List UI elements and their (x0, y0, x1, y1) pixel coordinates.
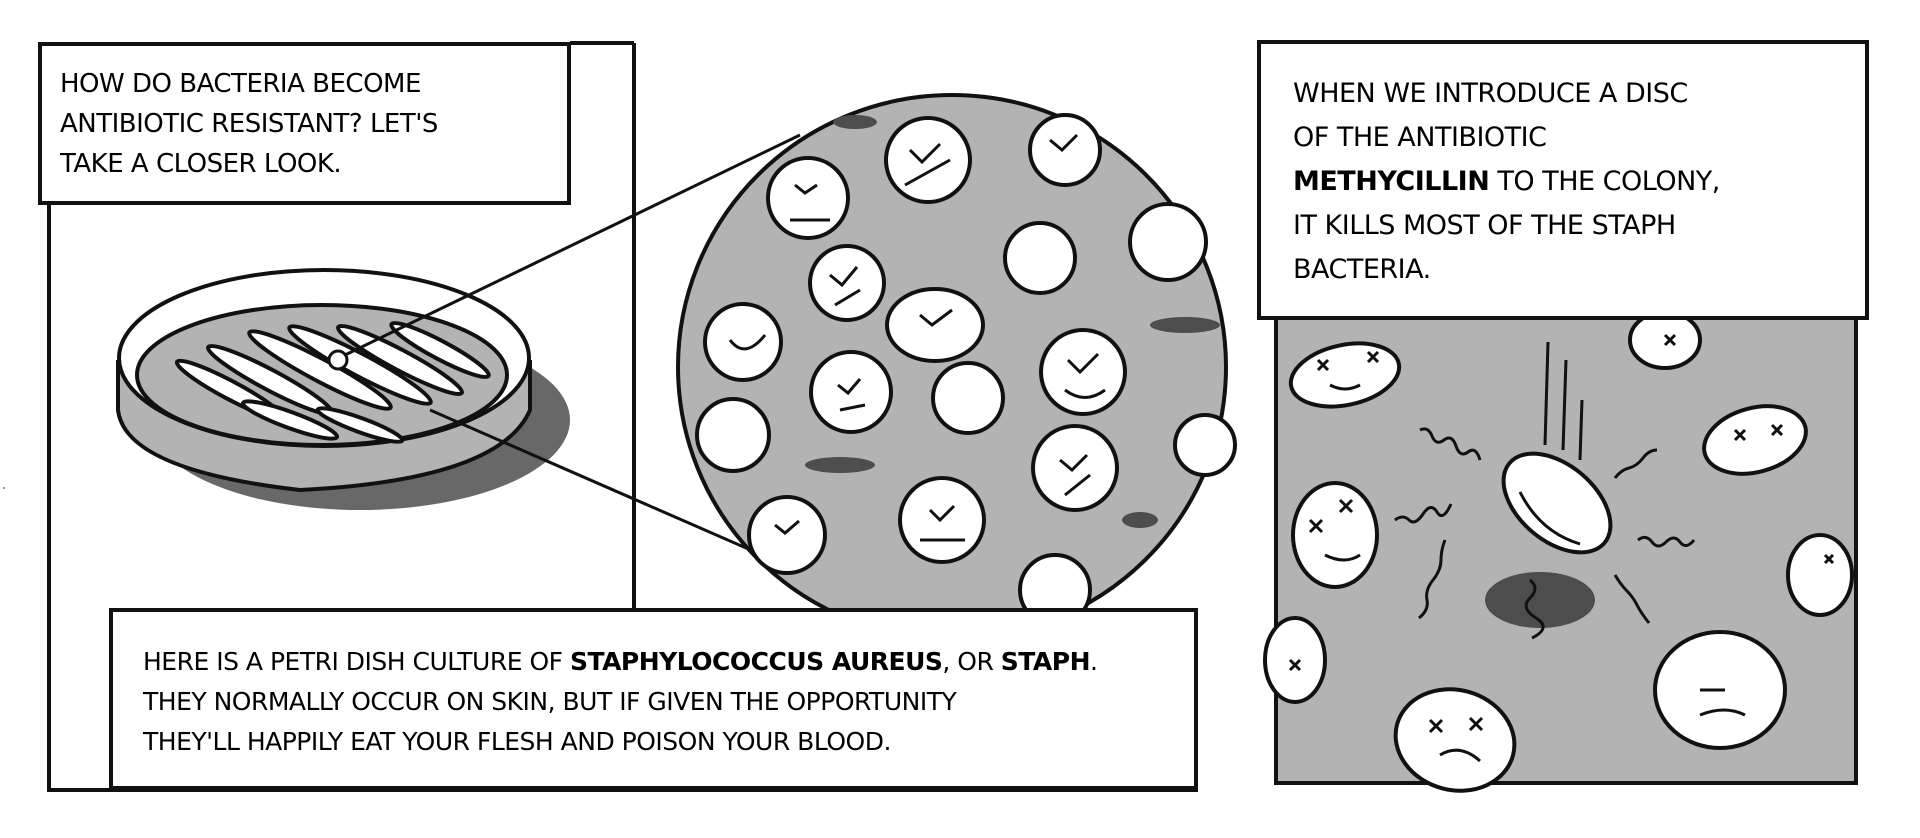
antibiotic-disc (1501, 451, 1613, 555)
caption-petri-line-1: HERE IS A PETRI DISH CULTURE OF STAPHYLO… (143, 642, 1194, 682)
caption-intro-line-1: HOW DO BACTERIA BECOME (60, 69, 421, 99)
magnify-lines (344, 133, 801, 567)
magnified-view (676, 93, 1237, 641)
caption-antibiotic-line-5: BACTERIA. (1293, 254, 1431, 285)
caption-text: HERE IS A PETRI DISH CULTURE OF (143, 647, 570, 676)
caption-text: TO THE COLONY, (1489, 166, 1720, 197)
bacteria-expressions (728, 133, 1106, 542)
caption-intro-line-3: TAKE A CLOSER LOOK. (60, 149, 342, 179)
falling-motion-lines (1543, 341, 1584, 461)
antibiotic-name: METHYCILLIN (1293, 166, 1490, 197)
bacteria-faces (695, 113, 1237, 627)
species-short-name: STAPH (1000, 647, 1091, 676)
caption-antibiotic-line-3: METHYCILLIN TO THE COLONY, (1293, 160, 1865, 204)
caption-antibiotic-line-2: OF THE ANTIBIOTIC (1293, 122, 1547, 153)
petri-dish-illustration (116, 268, 570, 510)
caption-antibiotic-line-1: WHEN WE INTRODUCE A DISC (1293, 78, 1688, 109)
panel-1-frame (47, 41, 1198, 792)
dead-eyes-x (1288, 333, 1835, 763)
caption-text: . (1090, 647, 1098, 676)
shockwave-squiggles (1394, 427, 1696, 640)
caption-antibiotic: WHEN WE INTRODUCE A DISC OF THE ANTIBIOT… (1257, 40, 1869, 320)
panel-2-illustration (1263, 310, 1858, 793)
dead-bacterium-remains (1485, 572, 1595, 628)
caption-petri-dish: HERE IS A PETRI DISH CULTURE OF STAPHYLO… (109, 608, 1198, 790)
caption-petri-line-2: THEY NORMALLY OCCUR ON SKIN, BUT IF GIVE… (143, 687, 957, 716)
caption-antibiotic-line-4: IT KILLS MOST OF THE STAPH (1293, 210, 1676, 241)
caption-petri-line-3: THEY'LL HAPPILY EAT YOUR FLESH AND POISO… (143, 727, 891, 756)
species-name: STAPHYLOCOCCUS AUREUS (569, 647, 943, 676)
caption-text: , OR (942, 647, 1001, 676)
caption-intro: HOW DO BACTERIA BECOME ANTIBIOTIC RESIST… (38, 42, 571, 205)
caption-intro-line-2: ANTIBIOTIC RESISTANT? LET'S (60, 109, 438, 139)
dead-bacteria (1263, 310, 1854, 793)
